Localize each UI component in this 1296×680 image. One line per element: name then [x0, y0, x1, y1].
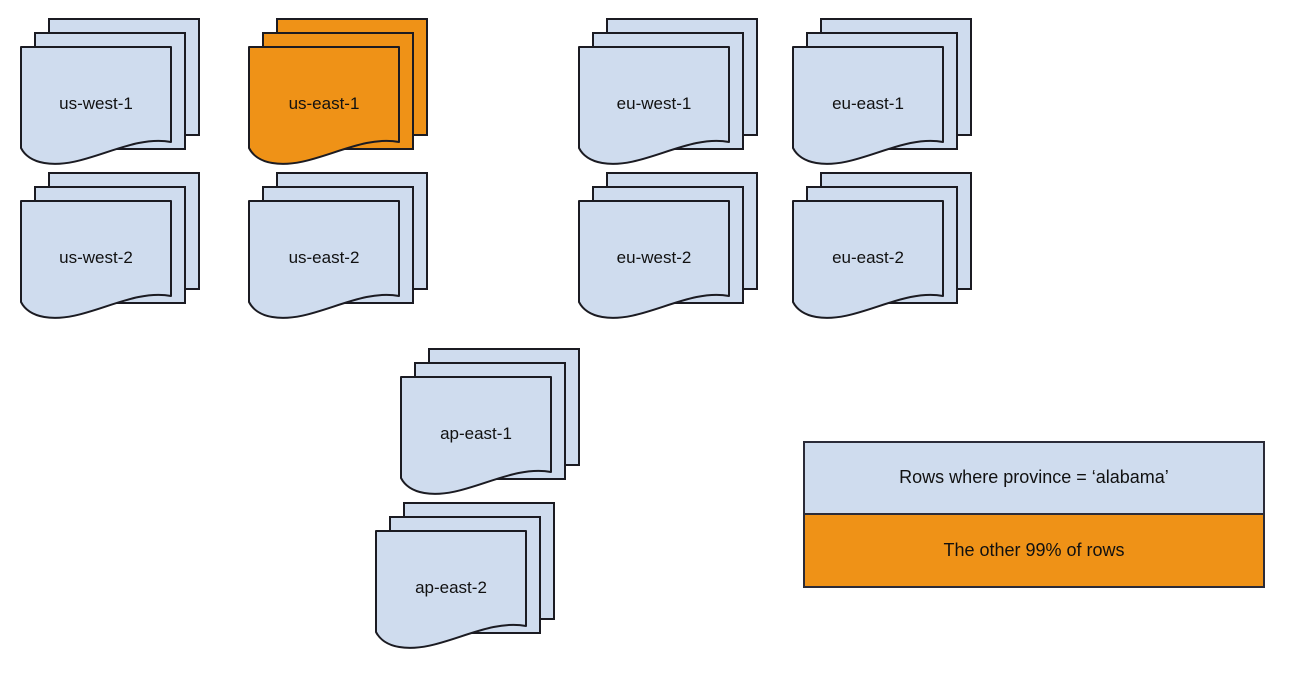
document-stack-eu-west-2[interactable]: eu-west-2: [578, 172, 778, 332]
sheet-0: [375, 530, 527, 649]
sheet-0: [400, 376, 552, 495]
sheet-0: [792, 200, 944, 319]
document-sheets-us-west-2: [20, 172, 200, 319]
sheet-0: [20, 46, 172, 165]
document-stack-eu-east-1[interactable]: eu-east-1: [792, 18, 992, 178]
document-sheets-us-east-2: [248, 172, 428, 319]
document-sheets-eu-east-1: [792, 18, 972, 165]
document-sheets-us-east-1: [248, 18, 428, 165]
document-stack-us-west-2[interactable]: us-west-2: [20, 172, 220, 332]
document-stack-eu-west-1[interactable]: eu-west-1: [578, 18, 778, 178]
document-stack-us-west-1[interactable]: us-west-1: [20, 18, 220, 178]
sheet-0: [248, 46, 400, 165]
document-stack-eu-east-2[interactable]: eu-east-2: [792, 172, 992, 332]
document-sheets-eu-east-2: [792, 172, 972, 319]
legend-label-blue: Rows where province = ‘alabama’: [899, 467, 1169, 488]
document-stack-us-east-1[interactable]: us-east-1: [248, 18, 448, 178]
document-sheets-eu-west-2: [578, 172, 758, 319]
document-stack-ap-east-2[interactable]: ap-east-2: [375, 502, 575, 662]
legend: Rows where province = ‘alabama’ The othe…: [803, 441, 1265, 588]
legend-row-blue: Rows where province = ‘alabama’: [805, 443, 1263, 515]
sheet-0: [578, 200, 730, 319]
document-sheets-eu-west-1: [578, 18, 758, 165]
document-stack-us-east-2[interactable]: us-east-2: [248, 172, 448, 332]
sheet-0: [20, 200, 172, 319]
sheet-0: [792, 46, 944, 165]
document-sheets-ap-east-2: [375, 502, 555, 649]
legend-label-orange: The other 99% of rows: [943, 539, 1125, 560]
document-stack-ap-east-1[interactable]: ap-east-1: [400, 348, 600, 508]
sheet-0: [248, 200, 400, 319]
document-sheets-us-west-1: [20, 18, 200, 165]
legend-row-orange: The other 99% of rows: [805, 514, 1263, 586]
sheet-0: [578, 46, 730, 165]
document-sheets-ap-east-1: [400, 348, 580, 495]
